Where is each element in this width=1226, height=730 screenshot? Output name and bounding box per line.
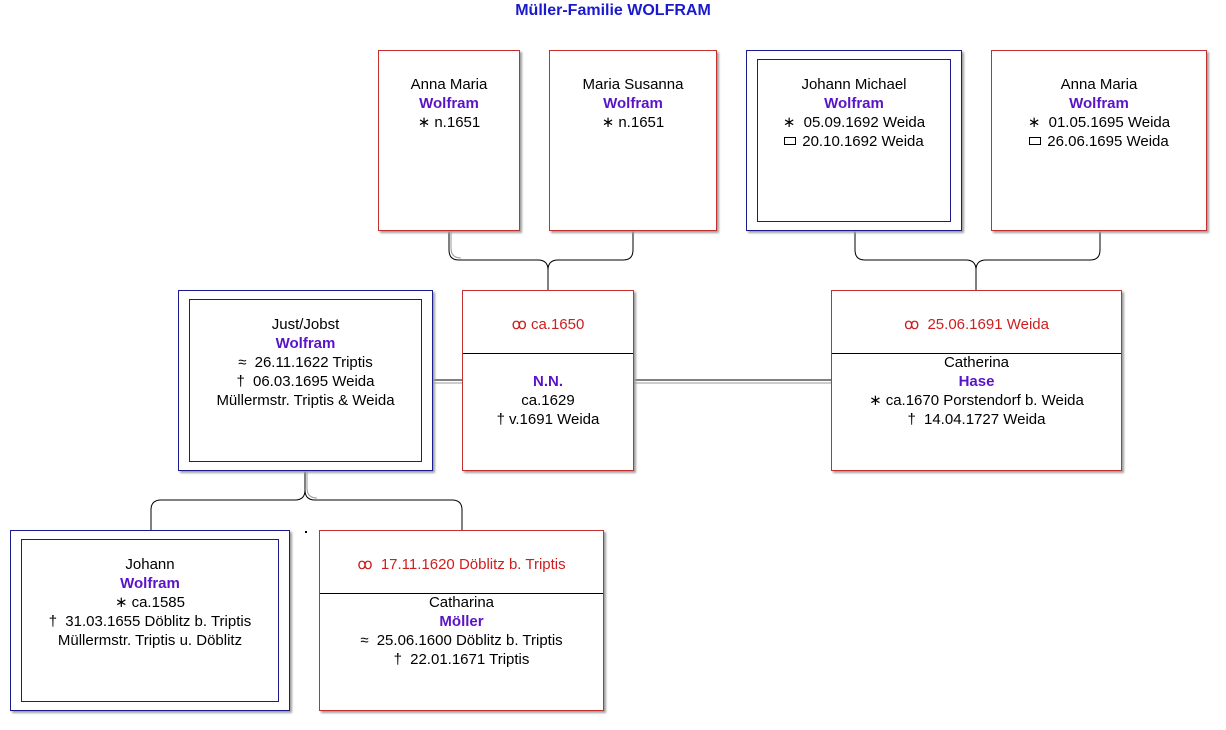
burial-icon (1029, 137, 1042, 145)
burial-line: 26.06.1695 Weida (992, 132, 1206, 151)
marriage-line: ꝏ 17.11.1620 Döblitz b. Triptis (357, 556, 566, 573)
death-icon: † (907, 411, 916, 428)
person-box-maria-susanna[interactable]: Maria Susanna Wolfram ∗n.1651 (549, 50, 717, 231)
surname: Möller (439, 613, 484, 630)
surname: Wolfram (824, 95, 884, 112)
death-line: † 06.03.1695 Weida (236, 373, 375, 390)
occupation: Müllermstr. Triptis u. Döblitz (57, 632, 243, 649)
marker-dot (305, 531, 307, 533)
given-name: Johann (125, 556, 175, 573)
page-title: Müller-Familie WOLFRAM (515, 2, 711, 19)
marriage-icon: ꝏ (357, 556, 373, 573)
baptism-line: ≈ 25.06.1600 Döblitz b. Triptis (360, 632, 563, 649)
surname: Wolfram (603, 95, 663, 112)
birth-icon: ∗ (1027, 114, 1041, 131)
birth-line: ∗ 01.05.1695 Weida (1027, 114, 1171, 131)
birth-icon: ∗ (869, 392, 882, 409)
marriage-icon: ꝏ (511, 316, 527, 333)
person-box-johann-michael[interactable]: Johann Michael Wolfram ∗ 05.09.1692 Weid… (746, 50, 962, 231)
death-line: †v.1691 Weida (496, 411, 600, 428)
person-box-anna-maria-2[interactable]: Anna Maria Wolfram ∗ 01.05.1695 Weida 26… (991, 50, 1207, 231)
inner-frame (21, 539, 279, 702)
marriage-line: ꝏ 25.06.1691 Weida (904, 316, 1049, 333)
person-box-anna-maria-1[interactable]: Anna Maria Wolfram ∗n.1651 (378, 50, 520, 231)
baptism-line: ≈ 26.11.1622 Triptis (238, 354, 373, 371)
divider (463, 353, 633, 354)
given-name: Anna Maria (1060, 76, 1138, 93)
surname: Wolfram (1069, 95, 1129, 112)
given-name: Anna Maria (410, 76, 488, 93)
birth-icon: ∗ (417, 114, 431, 131)
death-icon: † (393, 651, 402, 668)
surname: Wolfram (419, 95, 479, 112)
burial-icon (784, 137, 797, 145)
given-name: Maria Susanna (582, 76, 684, 93)
surname: Wolfram (275, 335, 336, 352)
birth-icon: ∗ (601, 114, 615, 131)
divider (832, 353, 1121, 354)
birth-line: ∗ 05.09.1692 Weida (782, 114, 926, 131)
spouse-name: N.N. (533, 373, 563, 390)
inner-frame (189, 299, 422, 462)
inner-frame (757, 59, 951, 222)
divider (320, 593, 603, 594)
surname: Wolfram (120, 575, 180, 592)
given-name: Catharina (428, 594, 495, 611)
baptism-icon: ≈ (238, 354, 247, 371)
surname: Hase (958, 373, 995, 390)
spouse-box-catharina-moeller[interactable]: ꝏ 17.11.1620 Döblitz b. Triptis Catharin… (319, 530, 604, 711)
death-icon: † (496, 411, 505, 428)
person-box-just-jobst[interactable]: Just/Jobst Wolfram ≈ 26.11.1622 Triptis … (178, 290, 433, 471)
birth-icon: ∗ (115, 594, 128, 611)
occupation: Müllermstr. Triptis & Weida (216, 392, 395, 409)
death-line: † 14.04.1727 Weida (907, 411, 1046, 428)
birth-line: ∗ca.1670 Porstendorf b. Weida (869, 392, 1084, 409)
marriage-icon: ꝏ (904, 316, 920, 333)
given-name: Johann Michael (801, 76, 907, 93)
given-name: Catherina (943, 354, 1010, 371)
birth-icon: ∗ (782, 114, 796, 131)
birth-line: ∗n.1651 (601, 114, 665, 131)
birth-line: ∗n.1651 (417, 114, 481, 131)
death-line: † 31.03.1655 Döblitz b. Triptis (48, 613, 252, 630)
death-icon: † (48, 613, 58, 630)
baptism-icon: ≈ (360, 632, 369, 649)
given-name: Just/Jobst (271, 316, 340, 333)
birth-line: ∗ca.1585 (115, 594, 185, 611)
born-line: ca.1629 (521, 392, 575, 409)
death-line: † 22.01.1671 Triptis (393, 651, 530, 668)
spouse-box-catherina-hase[interactable]: ꝏ 25.06.1691 Weida Catherina Hase ∗ca.16… (831, 290, 1122, 471)
death-icon: † (236, 373, 245, 390)
person-box-johann[interactable]: Johann Wolfram ∗ca.1585 † 31.03.1655 Döb… (10, 530, 290, 711)
burial-line: 20.10.1692 Weida (747, 132, 961, 151)
